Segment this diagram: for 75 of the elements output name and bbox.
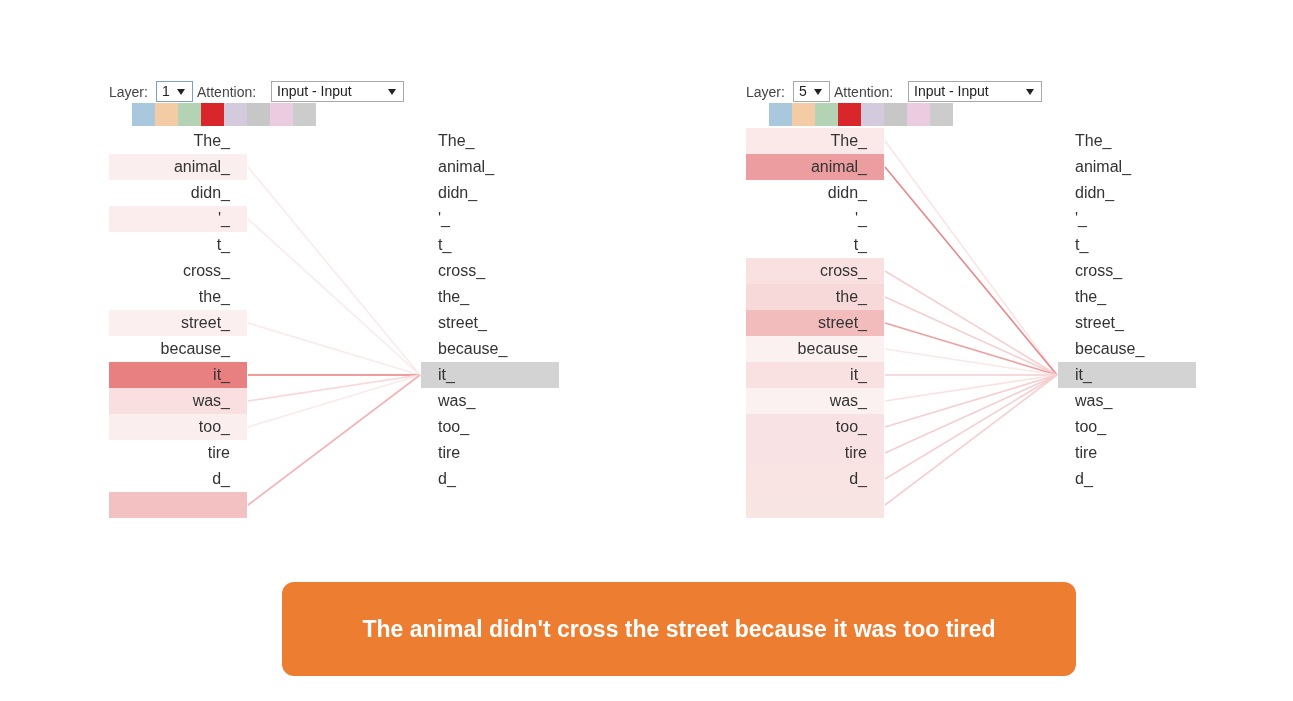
weighted-token: animal_ [109, 154, 247, 180]
caption-banner: The animal didn't cross the street because it was too tired [282, 582, 1076, 676]
token-label: d_ [212, 466, 230, 492]
weighted-token: d_ [746, 466, 884, 492]
layer-label: Layer: [109, 83, 148, 101]
token-label: because_ [1075, 336, 1145, 362]
token-label: tire [1075, 440, 1098, 466]
token-label: '_ [855, 206, 867, 232]
token-label: '_ [438, 206, 450, 232]
token-label: The_ [438, 128, 475, 154]
token-label: didn_ [1075, 180, 1115, 206]
token-label: street_ [438, 310, 487, 336]
token-label: t_ [438, 232, 452, 258]
attention-line [884, 322, 1058, 376]
weighted-token: cross_ [746, 258, 884, 284]
token-label: didn_ [190, 180, 230, 206]
attention-line [884, 374, 1058, 376]
token-label: too_ [1075, 414, 1107, 440]
attention-line [247, 374, 421, 506]
empty-token-bar [109, 492, 247, 518]
selected-token: it_ [421, 362, 559, 388]
weighted-token: too_ [746, 414, 884, 440]
token-label: cross_ [1075, 258, 1123, 284]
token-label: t_ [853, 232, 867, 258]
weighted-token: tire [746, 440, 884, 466]
attention-label: Attention: [197, 83, 257, 101]
token-label: t_ [1075, 232, 1089, 258]
token-label: cross_ [182, 258, 230, 284]
token-label: because_ [438, 336, 508, 362]
token-label: The_ [1075, 128, 1112, 154]
weighted-token: it_ [746, 362, 884, 388]
weighted-token: because_ [746, 336, 884, 362]
token-label: was_ [438, 388, 476, 414]
weighted-token: animal_ [746, 154, 884, 180]
weighted-token: street_ [109, 310, 247, 336]
layer-label: Layer: [746, 83, 785, 101]
weighted-token: was_ [109, 388, 247, 414]
weighted-token: street_ [746, 310, 884, 336]
attention-select: Input - Input [908, 81, 1042, 102]
token-label: The_ [193, 128, 230, 154]
token-label: animal_ [1075, 154, 1132, 180]
attention-line [884, 374, 1058, 506]
token-label: tire [438, 440, 461, 466]
token-label: animal_ [438, 154, 495, 180]
weighted-token: The_ [746, 128, 884, 154]
layer-select: 1 [156, 81, 193, 102]
selected-token: it_ [1058, 362, 1196, 388]
weighted-token: was_ [746, 388, 884, 414]
weighted-token: too_ [109, 414, 247, 440]
attention-line [247, 374, 421, 428]
weighted-token: it_ [109, 362, 247, 388]
weighted-token: the_ [746, 284, 884, 310]
empty-token-bar [746, 492, 884, 518]
token-label: didn_ [827, 180, 867, 206]
attention-label: Attention: [834, 83, 894, 101]
token-label: the_ [198, 284, 230, 310]
token-label: tire [207, 440, 230, 466]
token-label: was_ [1075, 388, 1113, 414]
token-label: d_ [1075, 466, 1093, 492]
token-label: the_ [438, 284, 470, 310]
token-label: t_ [216, 232, 230, 258]
token-label: too_ [438, 414, 470, 440]
weighted-token: '_ [109, 206, 247, 232]
layer-select: 5 [793, 81, 830, 102]
token-label: street_ [1075, 310, 1124, 336]
token-label: didn_ [438, 180, 478, 206]
attention-line [247, 374, 421, 376]
token-label: cross_ [438, 258, 486, 284]
token-label: d_ [438, 466, 456, 492]
attention-select: Input - Input [271, 81, 404, 102]
token-label: the_ [1075, 284, 1107, 310]
attention-line [247, 166, 421, 376]
attention-line [247, 374, 421, 402]
token-label: because_ [160, 336, 230, 362]
token-label: '_ [1075, 206, 1087, 232]
